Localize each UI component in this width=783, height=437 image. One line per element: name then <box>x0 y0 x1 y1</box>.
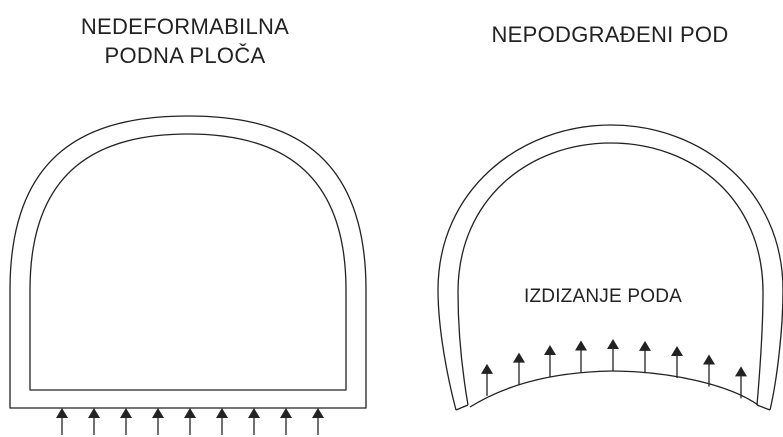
heaved-floor-curve <box>469 370 759 408</box>
right-panel-title: NEPODGRAĐENI POD <box>491 22 729 47</box>
arrow-up-icon <box>152 408 164 435</box>
right-floor-arrows <box>481 339 747 399</box>
right-tunnel-left-foot <box>455 404 469 411</box>
rigid-floor-tunnel <box>9 115 367 409</box>
right-tunnel-outer-lining <box>437 124 783 411</box>
arrow-up-icon <box>513 352 525 385</box>
left-title-line-2: PODNA PLOČA <box>104 43 266 68</box>
arrow-up-icon <box>607 339 619 372</box>
arrow-up-icon <box>481 363 493 396</box>
arrow-up-icon <box>575 340 587 373</box>
floor-heave-label: IZDIZANJE PODA <box>524 286 682 307</box>
left-panel-title: NEDEFORMABILNA PODNA PLOČA <box>30 12 340 70</box>
arrow-up-icon <box>703 354 715 387</box>
left-tunnel-outer-lining <box>9 115 367 409</box>
left-title-line-1: NEDEFORMABILNA <box>80 14 290 39</box>
arrow-up-icon <box>280 408 292 435</box>
arrow-up-icon <box>735 366 747 399</box>
right-tunnel-inner-lining <box>457 142 764 406</box>
arrow-up-icon <box>671 346 683 379</box>
unsupported-floor-tunnel <box>437 124 783 411</box>
arrow-up-icon <box>544 345 556 378</box>
left-floor-arrows <box>56 408 324 435</box>
arrow-up-icon <box>120 408 132 435</box>
arrow-up-icon <box>312 408 324 435</box>
arrow-up-icon <box>639 340 651 373</box>
arrow-up-icon <box>216 408 228 435</box>
arrow-up-icon <box>56 408 68 435</box>
left-tunnel-inner-lining <box>29 133 347 391</box>
arrow-up-icon <box>184 408 196 435</box>
arrow-up-icon <box>248 408 260 435</box>
arrow-up-icon <box>88 408 100 435</box>
right-tunnel-right-foot <box>756 404 771 411</box>
